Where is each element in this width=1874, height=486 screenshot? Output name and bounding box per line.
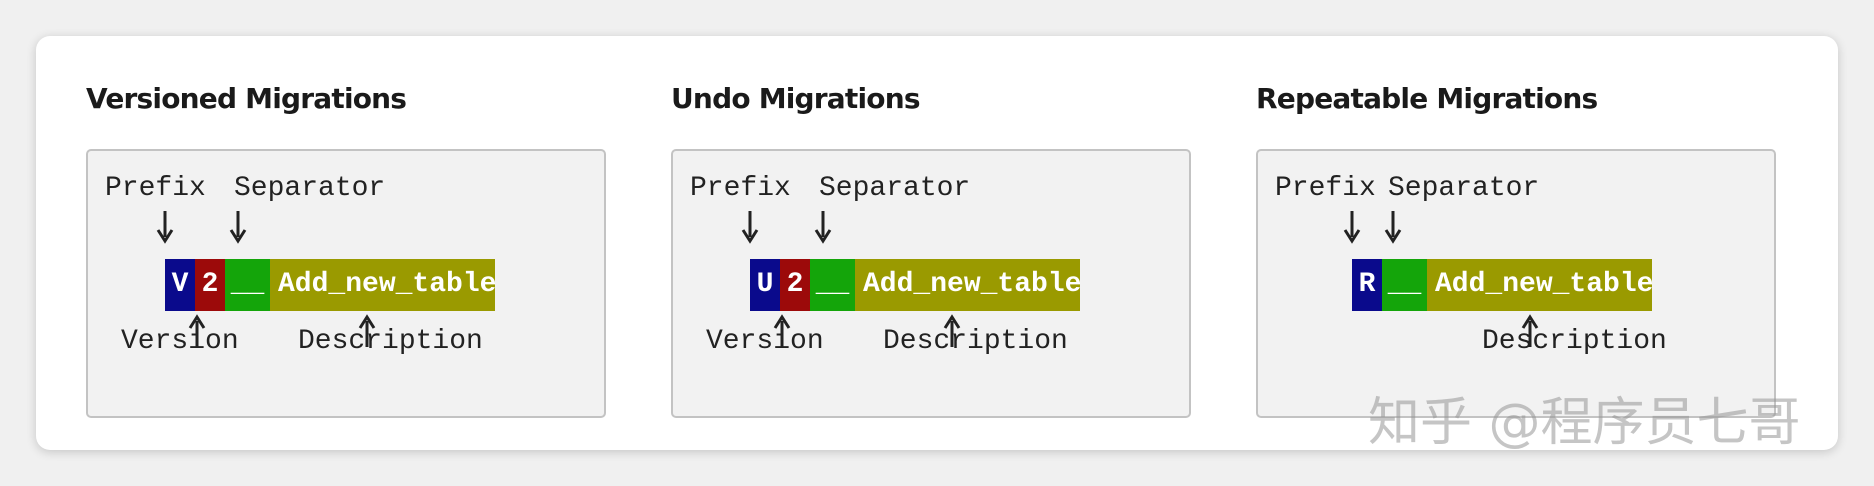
filename-diagram-box: Prefix Separator V 2 __ Add_new_table Ve… — [86, 149, 606, 418]
up-arrow-icon — [1521, 314, 1539, 347]
description-label: Description — [298, 326, 483, 357]
description-segment: Add_new_table — [1427, 259, 1653, 311]
prefix-segment: R — [1352, 259, 1382, 311]
filename-diagram-box: Prefix Separator R __ Add_new_table Desc… — [1256, 149, 1776, 418]
version-segment: 2 — [195, 259, 225, 311]
watermark: 知乎 @程序员七哥 — [1368, 393, 1801, 453]
version-label: Version — [706, 326, 824, 357]
down-arrow-icon — [1384, 211, 1402, 244]
separator-segment: __ — [1382, 259, 1427, 311]
separator-segment: __ — [225, 259, 270, 311]
prefix-label: Prefix — [1275, 173, 1376, 204]
up-arrow-icon — [358, 314, 376, 347]
separator-label: Separator — [234, 173, 386, 204]
filename-diagram-box: Prefix Separator U 2 __ Add_new_table Ve… — [671, 149, 1191, 418]
section-title: Versioned Migrations — [86, 82, 407, 115]
description-segment: Add_new_table — [855, 259, 1081, 311]
repeatable-migrations-section: Repeatable Migrations Prefix Separator R… — [1256, 36, 1776, 450]
undo-migrations-section: Undo Migrations Prefix Separator U 2 __ … — [671, 36, 1191, 450]
down-arrow-icon — [814, 211, 832, 244]
migration-naming-card: Versioned Migrations Prefix Separator V … — [36, 36, 1838, 450]
description-label: Description — [883, 326, 1068, 357]
up-arrow-icon — [773, 314, 791, 347]
version-label: Version — [121, 326, 239, 357]
description-segment: Add_new_table — [270, 259, 496, 311]
version-segment: 2 — [780, 259, 810, 311]
description-label: Description — [1482, 326, 1667, 357]
separator-label: Separator — [1388, 173, 1540, 204]
up-arrow-icon — [943, 314, 961, 347]
down-arrow-icon — [1343, 211, 1361, 244]
down-arrow-icon — [156, 211, 174, 244]
section-title: Repeatable Migrations — [1256, 82, 1598, 115]
down-arrow-icon — [229, 211, 247, 244]
separator-label: Separator — [819, 173, 971, 204]
prefix-label: Prefix — [690, 173, 791, 204]
prefix-label: Prefix — [105, 173, 206, 204]
separator-segment: __ — [810, 259, 855, 311]
section-title: Undo Migrations — [671, 82, 921, 115]
up-arrow-icon — [188, 314, 206, 347]
prefix-segment: V — [165, 259, 195, 311]
prefix-segment: U — [750, 259, 780, 311]
versioned-migrations-section: Versioned Migrations Prefix Separator V … — [86, 36, 606, 450]
down-arrow-icon — [741, 211, 759, 244]
